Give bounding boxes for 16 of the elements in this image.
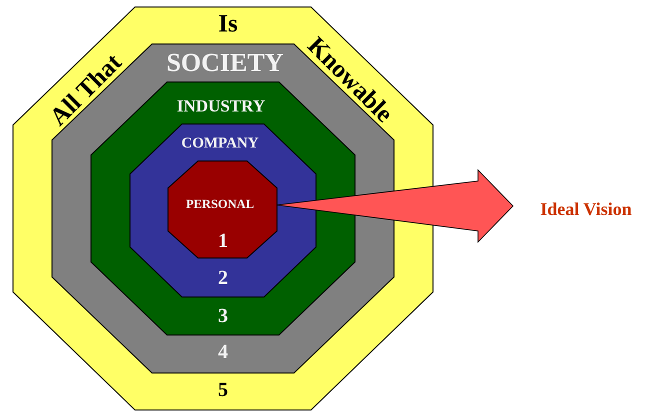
- ring-title: INDUSTRY: [176, 98, 266, 114]
- ring-number: 4: [218, 342, 228, 362]
- ring-title: COMPANY: [181, 136, 259, 152]
- outer-octagon-band: [13, 7, 433, 410]
- heading-text: All That: [46, 50, 126, 130]
- vision-text: Ideal Vision: [540, 200, 632, 218]
- ring-number: 3: [218, 306, 228, 326]
- center-octagon: [168, 161, 277, 258]
- heading-text: Is: [218, 12, 238, 36]
- octagon-band: [130, 124, 316, 297]
- arrow: [276, 169, 514, 243]
- ring-title: SOCIETY: [166, 50, 284, 76]
- ring-number: 1: [218, 231, 228, 251]
- ring-number: 2: [218, 268, 228, 288]
- ring-number: 5: [218, 380, 228, 400]
- ring-title: PERSONAL: [186, 198, 254, 210]
